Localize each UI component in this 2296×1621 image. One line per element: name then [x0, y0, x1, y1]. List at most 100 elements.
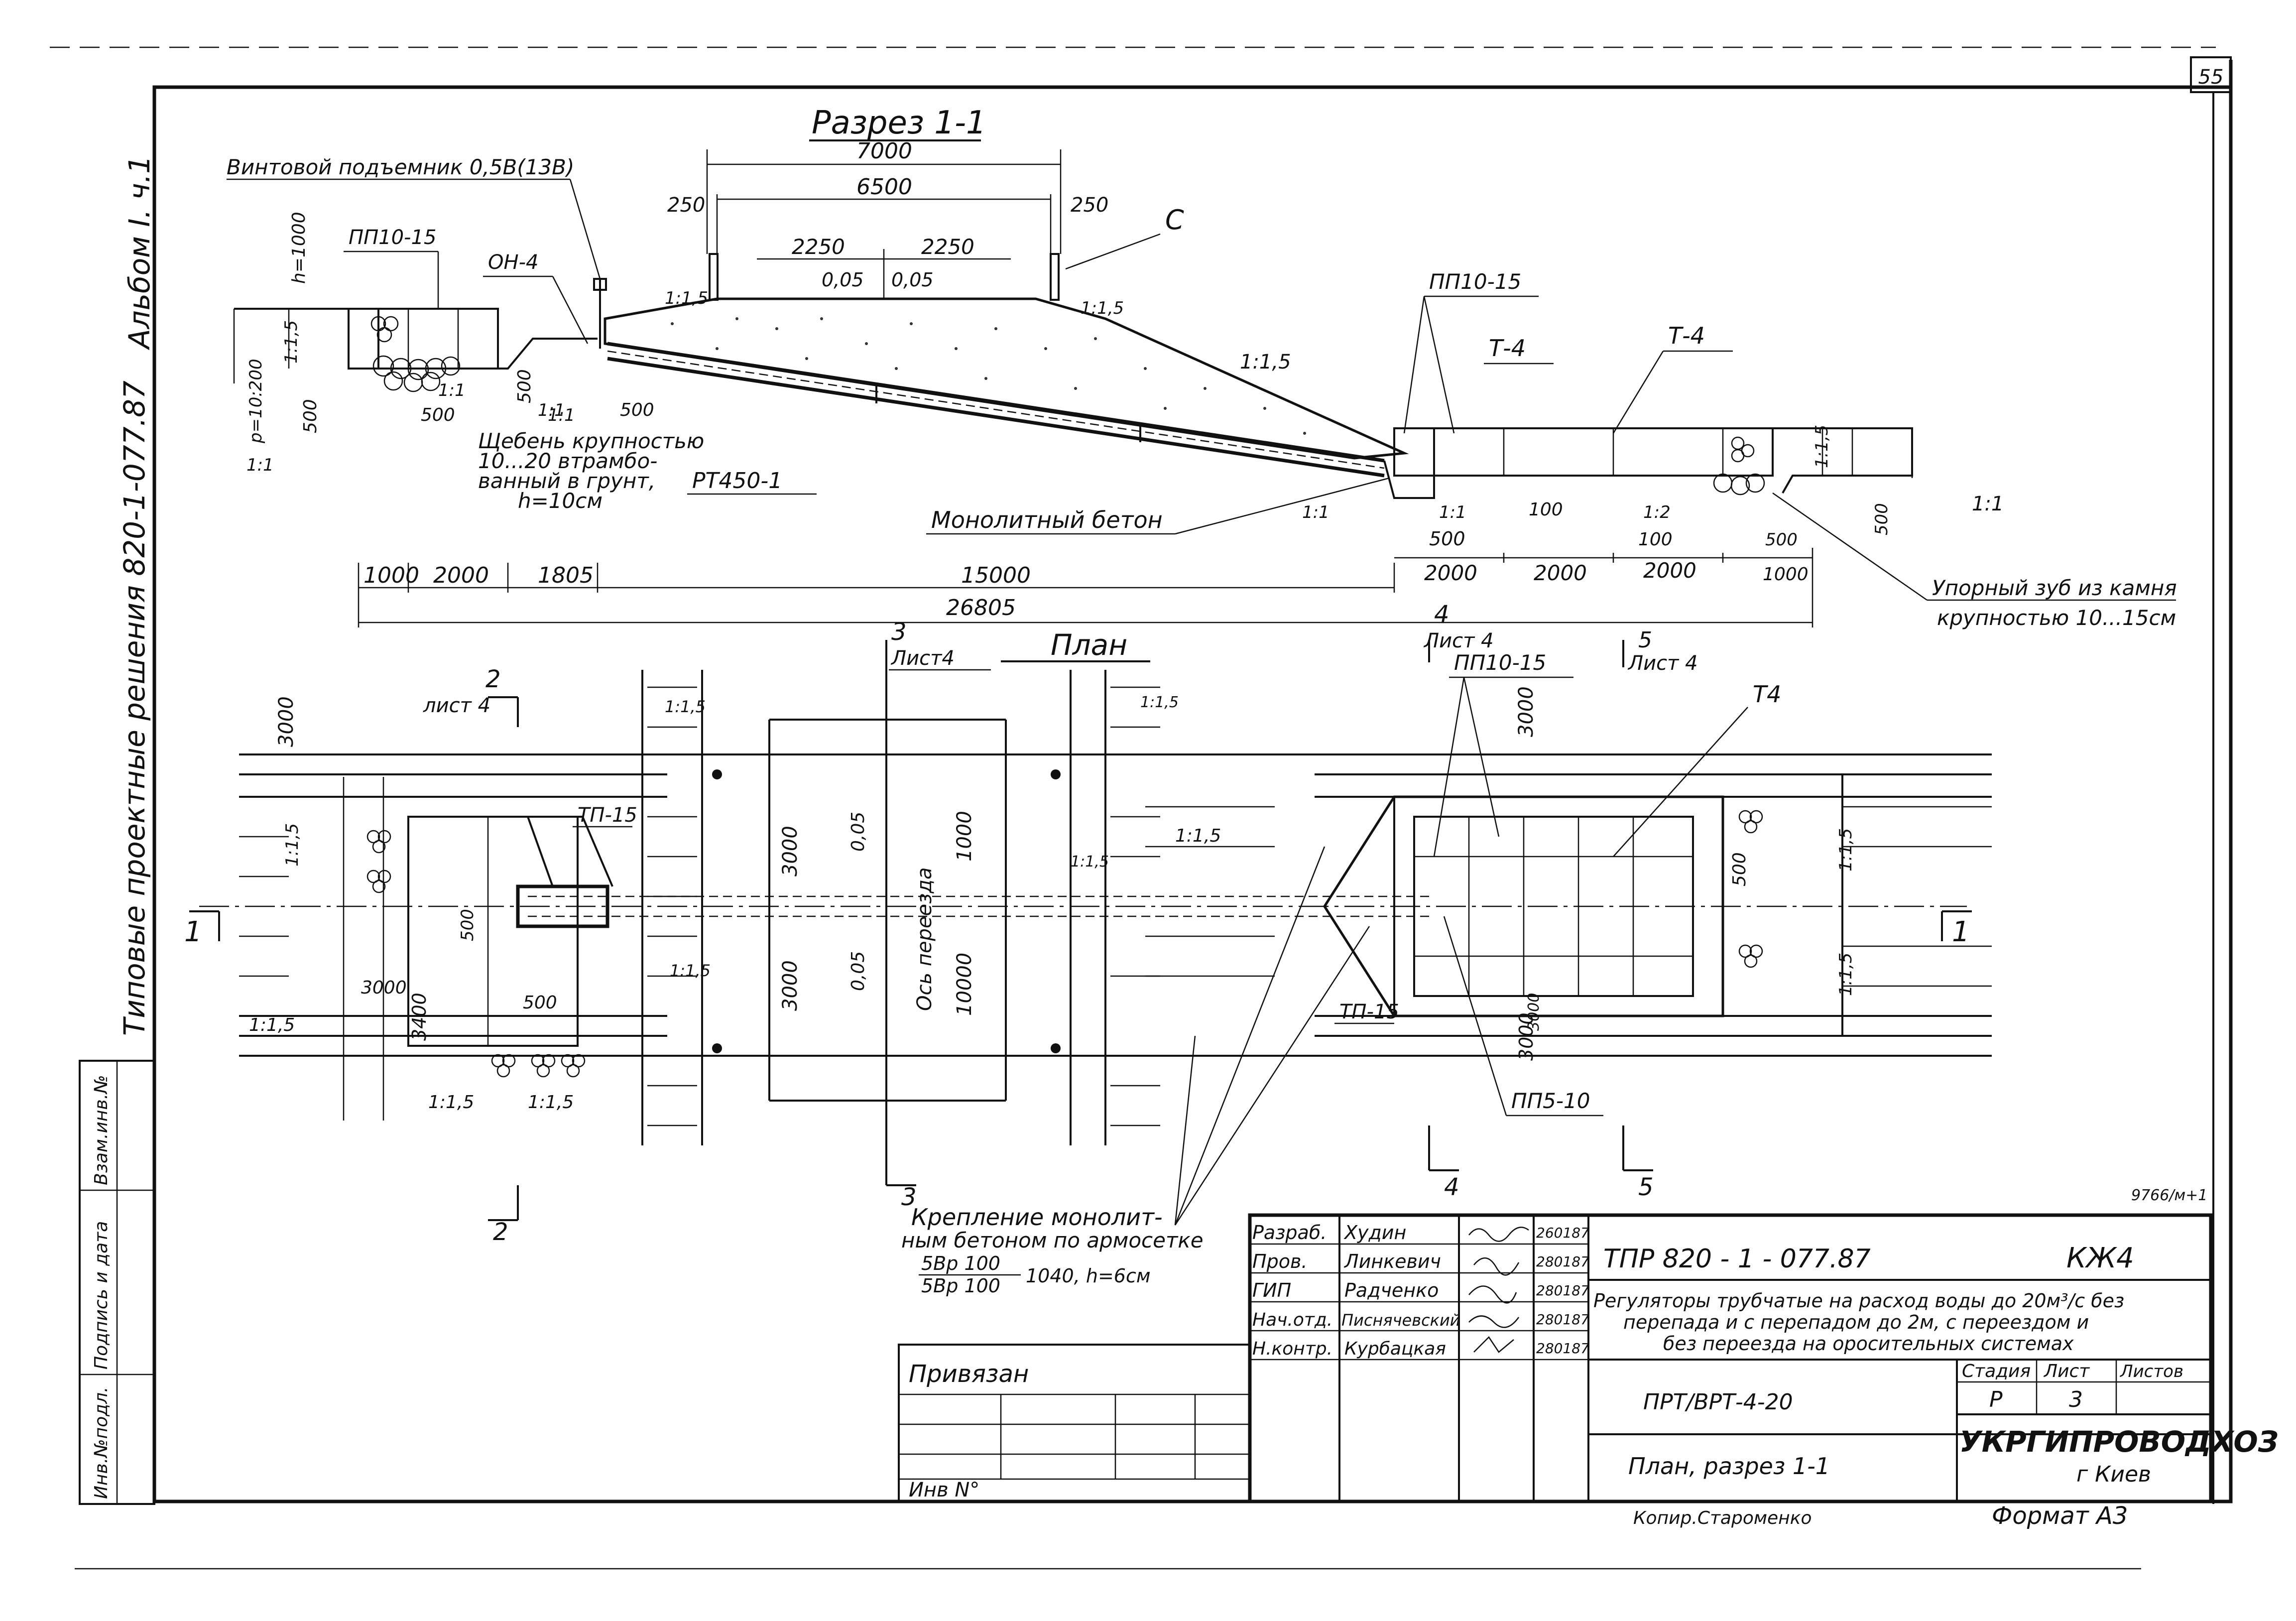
- plan-dim-3000-top: 3000: [1515, 686, 1538, 737]
- plan-dim-3000-right: 3000: [1515, 1012, 1537, 1061]
- section-title: Разрез 1-1: [812, 105, 986, 141]
- plan-dim-500: 500: [523, 993, 557, 1013]
- doc-code: ТПР 820 - 1 - 077.87: [1603, 1244, 1871, 1274]
- side-stamp: [79, 1060, 155, 1505]
- section-view: Разрез 1-1: [227, 105, 2177, 630]
- sign-date: 280187: [1536, 1311, 1589, 1328]
- page-number: 55: [2198, 66, 2224, 89]
- section-mark-2-top-sheet: лист 4: [423, 694, 490, 717]
- label-stop-tooth-1: Упорный зуб из камня: [1932, 576, 2177, 600]
- slope-label: 1:1: [438, 380, 466, 400]
- plan-dim-005-upper: 0,05: [848, 812, 868, 852]
- dim-500: 500: [421, 405, 455, 425]
- ref-code: 9766/м+1: [2131, 1187, 2207, 1204]
- role-label: Пров.: [1252, 1250, 1307, 1272]
- dim-6500: 6500: [856, 174, 912, 200]
- plan-slope-label: 1:1,5: [665, 697, 706, 716]
- sheet-value: 3: [2069, 1387, 2083, 1412]
- format-label: Формат А3: [1992, 1502, 2128, 1530]
- label-p-ratio: р=10:200: [246, 359, 266, 444]
- person-name: Линкевич: [1343, 1250, 1441, 1272]
- sign-date: 280187: [1536, 1253, 1589, 1270]
- side-stamp-signature: Подпись и дата: [91, 1221, 112, 1370]
- plan-dim-3000-inlet: 3000: [361, 978, 407, 998]
- organization-name: УКРГИПРОВОДХОЗ: [1959, 1425, 2279, 1459]
- plan-slope-label: 1:1,5: [1175, 826, 1221, 846]
- plan-slope-label: 1:1,5: [249, 1015, 295, 1035]
- dim-bottom: 2000: [433, 563, 489, 588]
- section-mark-2-bottom: 2: [493, 1218, 508, 1246]
- plan-label-tp15-right: ТП-15: [1339, 1000, 1399, 1023]
- description-line-3: без переезда на оросительных системах: [1663, 1333, 2074, 1355]
- role-label: Нач.отд.: [1252, 1310, 1332, 1330]
- label-stop-tooth-2: крупностью 10...15см: [1937, 606, 2176, 630]
- label-crushed-stone-3: ванный в грунт,: [478, 469, 655, 493]
- label-crushed-stone-1: Щебень крупностью: [478, 429, 704, 453]
- person-name: Худин: [1343, 1222, 1406, 1244]
- label-on4: ОН-4: [488, 251, 538, 274]
- label-h1000: h=1000: [289, 212, 309, 284]
- slope-label: 1:1,5: [1081, 298, 1124, 318]
- plan-label-reinforcement-1: Крепление монолит-: [911, 1204, 1163, 1231]
- plan-dim-3000-lower: 3000: [779, 960, 802, 1011]
- dim-total: 26805: [946, 595, 1016, 621]
- plan-slope-label: 1:1,5: [670, 961, 711, 980]
- slope-label: 1:1: [548, 405, 575, 425]
- section-mark-4-top-sheet: Лист 4: [1423, 629, 1494, 652]
- dim-500: 500: [1429, 528, 1465, 550]
- plan-dim-3000-left: 3000: [275, 696, 298, 747]
- plan-dim-3000-upper: 3000: [779, 826, 802, 876]
- person-name: Радченко: [1344, 1279, 1439, 1301]
- dim-bottom: 2000: [1643, 558, 1696, 583]
- dim-2250-right: 2250: [921, 235, 974, 259]
- plan-label-reinforcement-2: ным бетоном по армосетке: [901, 1228, 1204, 1252]
- dim-100: 100: [1638, 529, 1673, 550]
- dim-250-right: 250: [1071, 194, 1108, 217]
- role-label: Разраб.: [1252, 1222, 1327, 1244]
- dim-500: 500: [300, 399, 321, 433]
- plan-slope-label: 1:1,5: [1071, 853, 1109, 871]
- label-c: С: [1165, 204, 1184, 236]
- slope-label: 1:1: [538, 400, 565, 420]
- plan-dim-3400: 3400: [408, 993, 430, 1041]
- inv-no-label: Инв N°: [909, 1479, 979, 1501]
- slope-label: 1:1: [1302, 502, 1329, 522]
- plan-dim-1000: 1000: [953, 811, 976, 862]
- sign-date: 260187: [1536, 1225, 1589, 1241]
- role-label: Н.контр.: [1252, 1339, 1332, 1359]
- product-code: ПРТ/ВРТ-4-20: [1643, 1389, 1793, 1415]
- dim-500: 500: [1765, 530, 1798, 550]
- label-crushed-stone-2: 10...20 втрамбо-: [478, 449, 657, 473]
- plan-dim-10000: 10000: [953, 953, 976, 1016]
- dim-slope-005-right: 0,05: [891, 269, 934, 291]
- section-mark-5-top: 5: [1638, 627, 1652, 653]
- series-label: Типовые проектные решения 820-1-077.87: [118, 380, 151, 1036]
- dim-bottom: 2000: [1534, 561, 1587, 585]
- plan-label-reinforcement-3a: 5Вр 100: [921, 1252, 1000, 1274]
- stage-header: Стадия: [1962, 1361, 2031, 1381]
- description-line-1: Регуляторы трубчатые на расход воды до 2…: [1593, 1290, 2124, 1312]
- dim-500: 500: [514, 369, 535, 403]
- section-mark-3-top: 3: [891, 618, 907, 646]
- label-t4-a: Т-4: [1489, 335, 1526, 362]
- plan-label-pp10-15: ПП10-15: [1454, 650, 1546, 675]
- label-pp10-15-right: ПП10-15: [1429, 269, 1521, 294]
- plan-slope-label: 1:1,5: [1836, 953, 1856, 996]
- section-mark-4-top: 4: [1434, 601, 1450, 628]
- dim-slope-005-left: 0,05: [822, 269, 864, 291]
- slope-label: 1:1: [246, 455, 274, 475]
- sheet-mark: КЖ4: [2066, 1242, 2134, 1274]
- slope-label: 1:2: [1643, 502, 1671, 522]
- label-pp10-15-left: ПП10-15: [349, 226, 436, 249]
- section-mark-1-left: 1: [184, 916, 202, 948]
- slope-label: 1:1,5: [281, 320, 301, 364]
- person-name: Писнячевский: [1341, 1311, 1460, 1330]
- section-mark-1-right: 1: [1952, 916, 1970, 948]
- plan-title: План: [1051, 628, 1127, 662]
- sheets-header: Листов: [2119, 1362, 2183, 1381]
- dim-250-left: 250: [667, 194, 705, 217]
- plan-label-reinforcement-3b: 5Вр 100: [921, 1275, 1000, 1297]
- attached-label: Привязан: [909, 1360, 1029, 1388]
- dim-500: 500: [1872, 503, 1892, 535]
